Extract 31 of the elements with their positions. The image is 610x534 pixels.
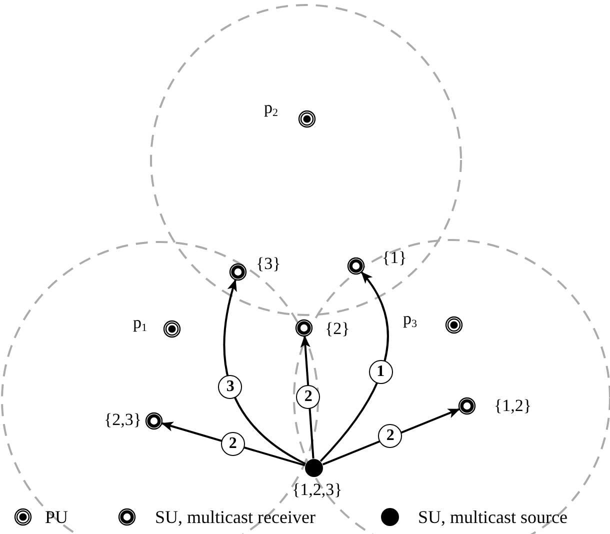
legend-text: SU, multicast source	[418, 508, 568, 526]
node-label: {2}	[325, 320, 350, 337]
arrow	[322, 408, 460, 466]
arrow	[161, 422, 306, 466]
receiver-node-symbol	[347, 257, 365, 275]
node-label: p$_{3}$	[403, 310, 417, 330]
node-label: {3}	[256, 255, 281, 272]
edge-label: 3	[218, 375, 242, 400]
edge-label: 2	[378, 424, 402, 448]
primary-user-symbol	[298, 110, 316, 128]
edge-label: 2	[296, 384, 320, 409]
node-label: {2,3}	[104, 411, 142, 428]
node-label: {1,2}	[494, 397, 532, 414]
node-label: {1,2,3}	[292, 481, 342, 498]
primary-user-symbol	[445, 316, 463, 334]
arrow	[300, 335, 314, 459]
legend-text: SU, multicast receiver	[155, 508, 316, 526]
edge-label: 2	[220, 432, 245, 456]
node-label: p$_{2}$	[264, 99, 278, 119]
receiver-node-symbol	[458, 397, 476, 415]
arrow	[223, 279, 306, 465]
legend-text: PU	[45, 508, 68, 526]
node-label: p$_{1}$	[133, 314, 147, 334]
node-label: {1}	[382, 249, 407, 266]
receiver-node-symbol	[295, 319, 313, 337]
primary-user-symbol	[163, 320, 181, 338]
arrow	[320, 272, 389, 462]
source-node-symbol	[305, 459, 323, 477]
receiver-node-symbol	[229, 263, 247, 281]
edge-label: 1	[368, 360, 393, 384]
receiver-node-symbol	[145, 412, 163, 430]
